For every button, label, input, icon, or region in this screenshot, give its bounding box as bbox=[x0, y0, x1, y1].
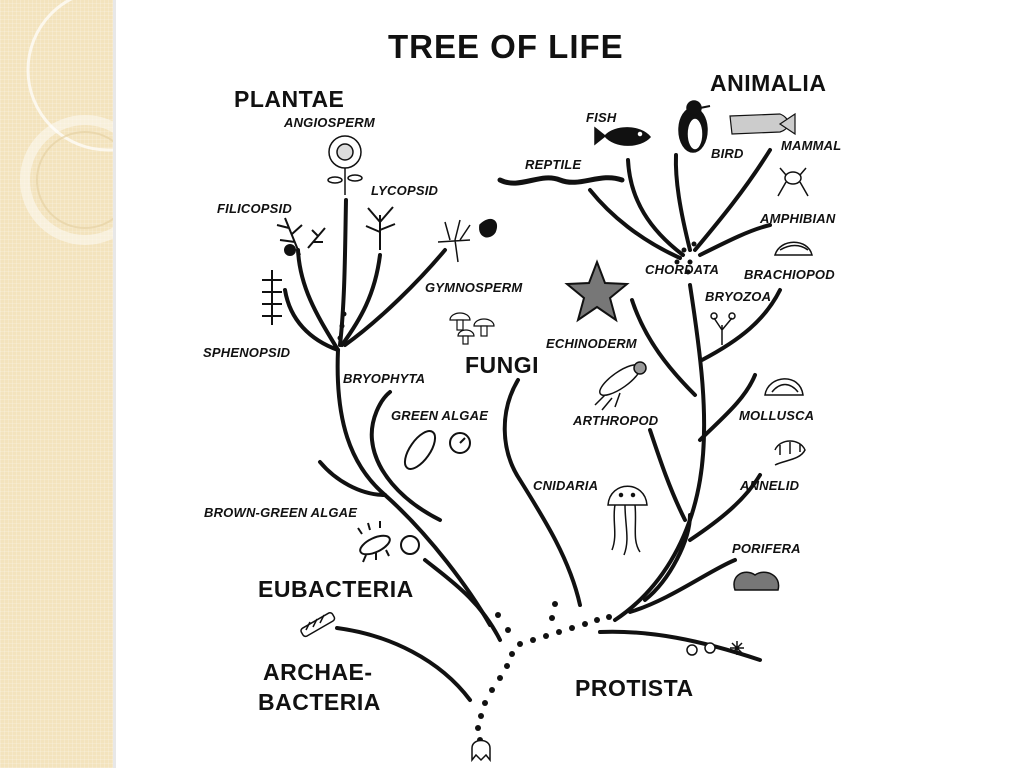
sidebar-edge bbox=[113, 0, 116, 768]
clam-icon bbox=[764, 378, 804, 396]
root-organism-icon bbox=[471, 739, 491, 763]
whale-icon bbox=[729, 112, 796, 136]
branch-arthropod bbox=[648, 428, 687, 522]
snake-icon bbox=[497, 175, 625, 186]
diatom-icon bbox=[403, 430, 471, 470]
branch-echinoderm bbox=[630, 298, 697, 397]
branch-green-algae bbox=[369, 390, 442, 522]
worm-icon bbox=[774, 440, 806, 466]
branch-bryozoa bbox=[700, 288, 782, 362]
branch-mollusca bbox=[698, 373, 757, 442]
label-brachiopod: BRACHIOPOD bbox=[744, 267, 835, 282]
branch-amphibian bbox=[698, 223, 772, 257]
label-mollusca: MOLLUSCA bbox=[739, 408, 815, 423]
branch-brown-green-algae bbox=[318, 460, 387, 497]
branch-archaebacteria bbox=[335, 626, 472, 702]
label-green-algae: GREEN ALGAE bbox=[391, 408, 489, 423]
protist-icon bbox=[686, 641, 744, 656]
branch-gymnosperm bbox=[343, 248, 447, 347]
kingdom-protista: PROTISTA bbox=[575, 675, 694, 701]
brachiopod-shell-icon bbox=[773, 241, 813, 256]
bryozoa-icon bbox=[710, 312, 736, 345]
kingdom-archaebacteria-line1: ARCHAE- bbox=[263, 659, 373, 685]
label-annelid: ANNELID bbox=[740, 478, 800, 493]
pine-branch-icon bbox=[437, 218, 497, 263]
label-arthropod: ARTHROPOD bbox=[573, 413, 659, 428]
starfish-icon bbox=[564, 259, 630, 323]
branch-animal-trunk bbox=[613, 283, 707, 622]
branch-protista bbox=[598, 629, 762, 662]
label-cnidaria: CNIDARIA bbox=[533, 478, 599, 493]
label-bird: BIRD bbox=[711, 146, 744, 161]
mushroom-icon bbox=[449, 312, 495, 345]
branch-lycopsid bbox=[340, 253, 382, 347]
jellyfish-icon bbox=[607, 485, 648, 556]
branch-mammal bbox=[693, 148, 772, 252]
sidebar-rings-icon bbox=[20, 0, 113, 245]
label-angiosperm: ANGIOSPERM bbox=[284, 115, 375, 130]
sunflower-icon bbox=[327, 135, 363, 195]
branch-angiosperm bbox=[338, 198, 348, 347]
label-chordata: CHORDATA bbox=[645, 262, 720, 277]
sponge-icon bbox=[733, 571, 780, 591]
label-bryophyta: BRYOPHYTA bbox=[343, 371, 426, 386]
label-bryozoa: BRYOZOA bbox=[705, 289, 772, 304]
branch-annelid bbox=[688, 473, 762, 542]
branch-porifera bbox=[628, 558, 737, 614]
page-title: TREE OF LIFE bbox=[388, 28, 624, 65]
horsetail-icon bbox=[262, 270, 282, 325]
label-amphibian: AMPHIBIAN bbox=[760, 211, 836, 226]
label-filicopsid: FILICOPSID bbox=[217, 201, 292, 216]
kingdom-animalia: ANIMALIA bbox=[710, 70, 827, 96]
label-fish: FISH bbox=[586, 110, 617, 125]
branch-fungi bbox=[502, 378, 582, 607]
decorative-sidebar bbox=[0, 0, 113, 768]
label-mammal: MAMMAL bbox=[781, 138, 842, 153]
kingdom-eubacteria: EUBACTERIA bbox=[258, 576, 414, 602]
insect-icon bbox=[594, 361, 647, 411]
kingdom-plantae: PLANTAE bbox=[234, 86, 345, 112]
branch-reptile bbox=[588, 188, 682, 260]
branch-cnidaria bbox=[643, 513, 692, 602]
kingdom-fungi: FUNGI bbox=[465, 352, 540, 378]
label-lycopsid: LYCOPSID bbox=[371, 183, 439, 198]
archaea-icon bbox=[300, 612, 336, 638]
label-echinoderm: ECHINODERM bbox=[546, 336, 637, 351]
label-sphenopsid: SPHENOPSID bbox=[203, 345, 291, 360]
branch-bird bbox=[673, 153, 692, 252]
bacteria-icon bbox=[357, 521, 420, 563]
label-brown-green-algae: BROWN-GREEN ALGAE bbox=[204, 505, 358, 520]
label-porifera: PORIFERA bbox=[732, 541, 801, 556]
branch-fish bbox=[626, 158, 685, 257]
frog-icon bbox=[777, 167, 809, 197]
tree-icon bbox=[365, 206, 396, 250]
branch-filicopsid bbox=[296, 248, 340, 352]
branch-sphenopsid bbox=[283, 288, 340, 352]
label-gymnosperm: GYMNOSPERM bbox=[425, 280, 523, 295]
fern-icon bbox=[276, 217, 326, 256]
branch-eubacteria bbox=[423, 558, 502, 642]
label-reptile: REPTILE bbox=[525, 157, 582, 172]
penguin-icon bbox=[678, 100, 711, 153]
fish-icon bbox=[594, 126, 651, 146]
kingdom-archaebacteria-line2: BACTERIA bbox=[258, 689, 381, 715]
